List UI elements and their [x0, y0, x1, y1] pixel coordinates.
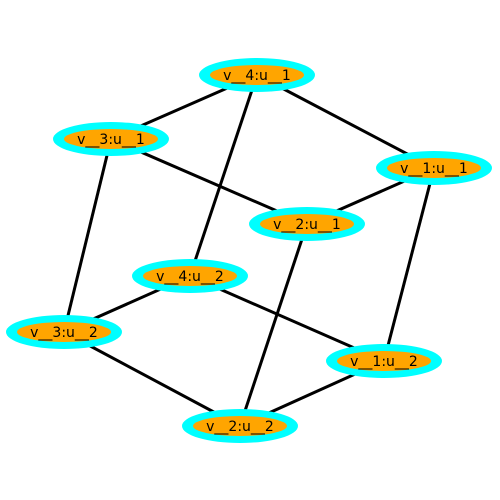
- edge-v-2-u-1-to-v-2-u-2: [238, 223, 309, 427]
- node-label: v__2:u__2: [206, 419, 274, 435]
- node-v-2-u-2[interactable]: v__2:u__2: [182, 409, 298, 443]
- node-v-1-u-2[interactable]: v__1:u__2: [326, 344, 442, 378]
- node-label: v__2:u__1: [273, 217, 341, 233]
- node-v-3-u-2[interactable]: v__3:u__2: [6, 315, 122, 349]
- node-v-2-u-1[interactable]: v__2:u__1: [249, 207, 365, 241]
- node-fill: [64, 129, 158, 149]
- node-fill: [143, 266, 237, 286]
- node-label: v__4:u__1: [223, 68, 291, 84]
- edge-v-1-u-1-to-v-1-u-2: [382, 167, 436, 362]
- node-label: v__3:u__2: [30, 325, 98, 341]
- node-fill: [210, 65, 304, 85]
- edge-v-4-u-2-to-v-1-u-2: [189, 274, 385, 363]
- edge-v-3-u-1-to-v-2-u-1: [110, 137, 308, 226]
- node-v-1-u-1[interactable]: v__1:u__1: [376, 151, 492, 185]
- node-fill: [193, 416, 287, 436]
- node-v-4-u-1[interactable]: v__4:u__1: [199, 58, 315, 92]
- edge-v-3-u-1-to-v-3-u-2: [62, 138, 113, 333]
- node-label: v__4:u__2: [156, 269, 224, 285]
- edge-v-4-u-1-to-v-1-u-1: [256, 73, 435, 170]
- node-fill: [17, 322, 111, 342]
- edge-v-4-u-1-to-v-4-u-2: [188, 74, 259, 277]
- node-label: v__1:u__1: [400, 161, 468, 177]
- node-label: v__3:u__1: [77, 132, 145, 148]
- nodes-layer: v__4:u__1 v__3:u__1 v__1:u__1 v__2:u__1 v__4…: [6, 58, 492, 443]
- node-fill: [387, 158, 481, 178]
- node-v-4-u-2[interactable]: v__4:u__2: [132, 259, 248, 293]
- node-fill: [337, 351, 431, 371]
- edge-v-3-u-2-to-v-2-u-2: [63, 330, 241, 428]
- node-label: v__1:u__2: [350, 354, 418, 370]
- node-fill: [260, 214, 354, 234]
- node-v-3-u-1[interactable]: v__3:u__1: [53, 122, 169, 156]
